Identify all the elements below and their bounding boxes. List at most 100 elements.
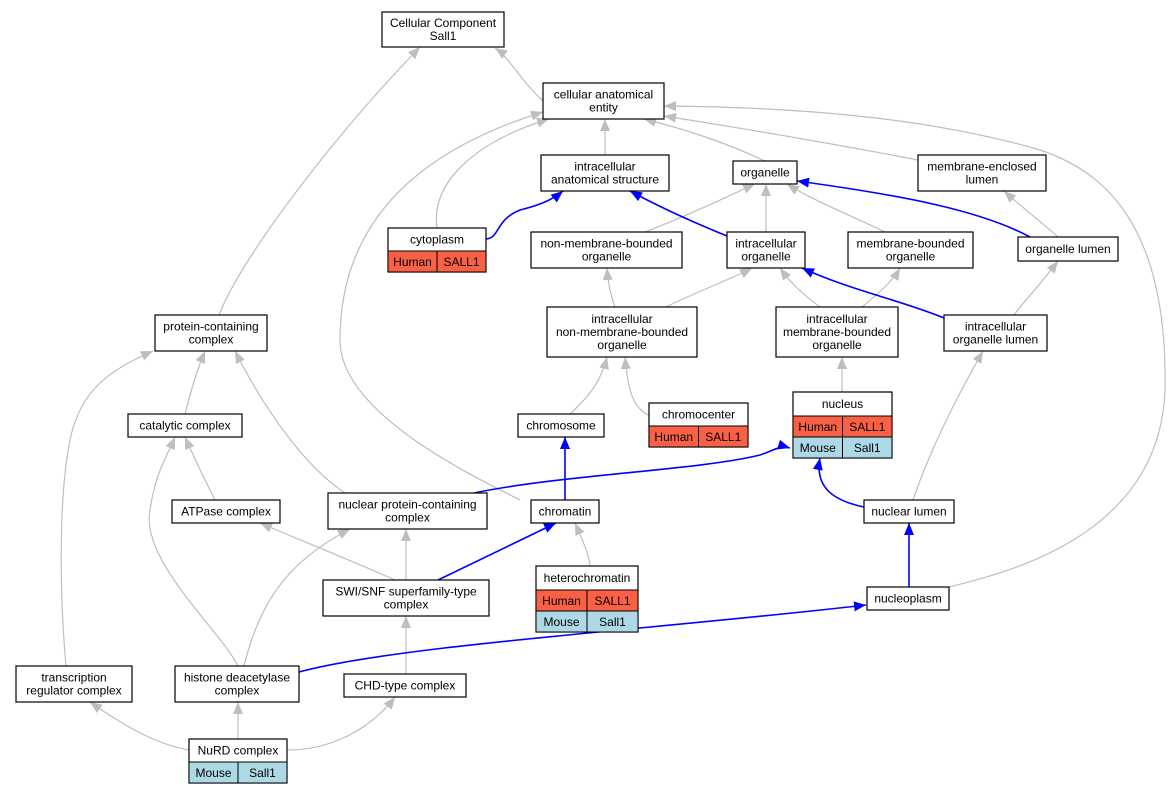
node-label-line: membrane-bounded — [856, 237, 964, 251]
is-a-edge-15 — [1013, 260, 1059, 316]
gene-label: Sall1 — [599, 615, 626, 629]
species-label: Human — [654, 430, 693, 444]
node-label-line: anatomical structure — [551, 173, 659, 187]
gene-label: Sall1 — [249, 766, 276, 780]
node-label-line: organelle — [812, 338, 862, 352]
node-box — [322, 579, 490, 617]
is-a-edge-12 — [665, 267, 753, 308]
part-of-edge-43 — [298, 601, 867, 673]
is-a-edge-3 — [663, 112, 919, 161]
species-label: Mouse — [800, 441, 836, 455]
node-box — [943, 314, 1048, 352]
node-box — [530, 231, 683, 269]
species-label: Mouse — [195, 766, 231, 780]
go-term-node-cat[interactable]: catalytic complex — [127, 413, 243, 438]
node-label-line: NuRD complex — [198, 744, 279, 758]
go-term-node-chd[interactable]: CHD-type complex — [343, 673, 467, 698]
node-label-line: entity — [589, 101, 618, 115]
node-label-line: intracellular — [735, 237, 796, 251]
gene-cell — [698, 425, 749, 448]
is-a-edge-32 — [286, 696, 396, 751]
node-box — [174, 665, 300, 703]
is-a-edge-26 — [574, 522, 591, 567]
node-label-line: Cellular Component — [390, 16, 497, 30]
node-label-line: intracellular — [591, 312, 652, 326]
node-box — [1017, 236, 1119, 262]
is-a-edge-22 — [184, 436, 216, 501]
go-term-node-nl[interactable]: nuclear lumen — [863, 499, 955, 524]
node-label-line: intracellular — [965, 320, 1026, 334]
node-box — [847, 231, 974, 269]
is-a-edge-20 — [218, 46, 421, 316]
gene-cell — [842, 436, 893, 459]
node-label-line: nuclear protein-containing — [338, 498, 476, 512]
species-label: Human — [393, 255, 432, 269]
node-label-line: intracellular — [574, 160, 635, 174]
is-a-edge-19 — [912, 350, 984, 501]
node-box — [542, 82, 665, 120]
go-term-node-ol[interactable]: organelle lumen — [1017, 236, 1119, 262]
go-term-node-np[interactable]: nucleoplasm — [866, 586, 950, 611]
node-label-line: heterochromatin — [544, 571, 631, 585]
node-label-line: lumen — [966, 173, 999, 187]
node-label-line: organelle lumen — [1025, 242, 1110, 256]
node-label-line: histone deacetylase — [184, 671, 290, 685]
node-box — [517, 413, 605, 438]
part-of-edge-39 — [473, 439, 791, 494]
node-label-line: non-membrane-bounded — [556, 325, 688, 339]
is-a-edge-30 — [89, 701, 190, 751]
node-box — [863, 499, 955, 524]
go-term-node-org[interactable]: organelle — [732, 160, 798, 185]
node-box — [154, 314, 268, 352]
node-label-line: CHD-type complex — [355, 679, 456, 693]
node-label-line: complex — [384, 598, 429, 612]
is-a-edge-11 — [602, 267, 616, 308]
go-term-node-chrom[interactable]: chromosome — [517, 413, 605, 438]
node-box — [343, 673, 467, 698]
node-label-line: chromosome — [526, 419, 596, 433]
node-label-line: nucleus — [822, 397, 863, 411]
edges-layer — [60, 46, 1166, 751]
is-a-edge-7 — [644, 183, 756, 233]
is-a-edge-0 — [494, 47, 544, 102]
part-of-edge-37 — [801, 267, 945, 319]
go-term-node-atp[interactable]: ATPase complex — [171, 499, 281, 524]
node-label-line: nuclear lumen — [871, 505, 946, 519]
go-term-node-chromatin[interactable]: chromatin — [530, 499, 600, 524]
part-of-edge-36 — [796, 177, 1031, 238]
gene-cell — [586, 610, 639, 633]
gene-label: SALL1 — [594, 594, 630, 608]
node-label-line: organelle — [582, 250, 632, 264]
part-of-edge-42 — [437, 522, 557, 581]
gene-cell — [237, 761, 288, 784]
is-a-edge-16 — [569, 356, 609, 415]
node-box — [381, 11, 505, 48]
node-label-line: chromatin — [539, 505, 592, 519]
node-box — [171, 499, 281, 524]
node-label-line: complex — [189, 333, 234, 347]
node-label-line: membrane-bounded — [783, 325, 891, 339]
part-of-edge-35 — [629, 190, 728, 237]
go-term-node-inmbo[interactable]: intracellularnon-membrane-boundedorganel… — [546, 306, 698, 358]
node-box — [866, 586, 950, 611]
